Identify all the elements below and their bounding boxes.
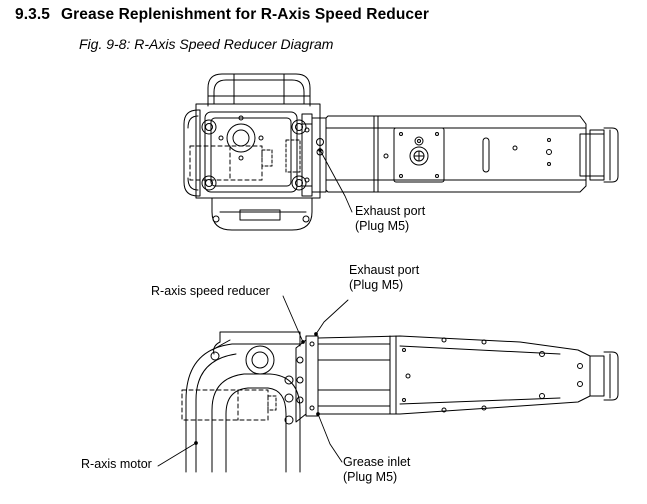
grease-inlet-label: Grease inlet [343, 455, 411, 469]
motor-label: R-axis motor [81, 457, 152, 471]
top-view-drawing [183, 73, 619, 231]
side-exhaust-port-plug: (Plug M5) [349, 278, 404, 292]
section-title: Grease Replenishment for R-Axis Speed Re… [61, 6, 430, 23]
speed-reducer-label: R-axis speed reducer [151, 284, 270, 298]
top-exhaust-port-plug: (Plug M5) [355, 219, 410, 233]
grease-inlet-plug: (Plug M5) [343, 470, 398, 484]
section-number: 9.3.5 [15, 6, 50, 23]
top-exhaust-port-label: Exhaust port [355, 204, 426, 218]
side-exhaust-port-label: Exhaust port [349, 263, 420, 277]
top-exhaust-leader [318, 148, 353, 213]
side-leaders [157, 295, 349, 467]
side-view-drawing [181, 331, 619, 473]
figure-caption: Fig. 9-8: R-Axis Speed Reducer Diagram [79, 36, 334, 52]
section-heading: 9.3.5 Grease Replenishment for R-Axis Spe… [15, 6, 429, 24]
